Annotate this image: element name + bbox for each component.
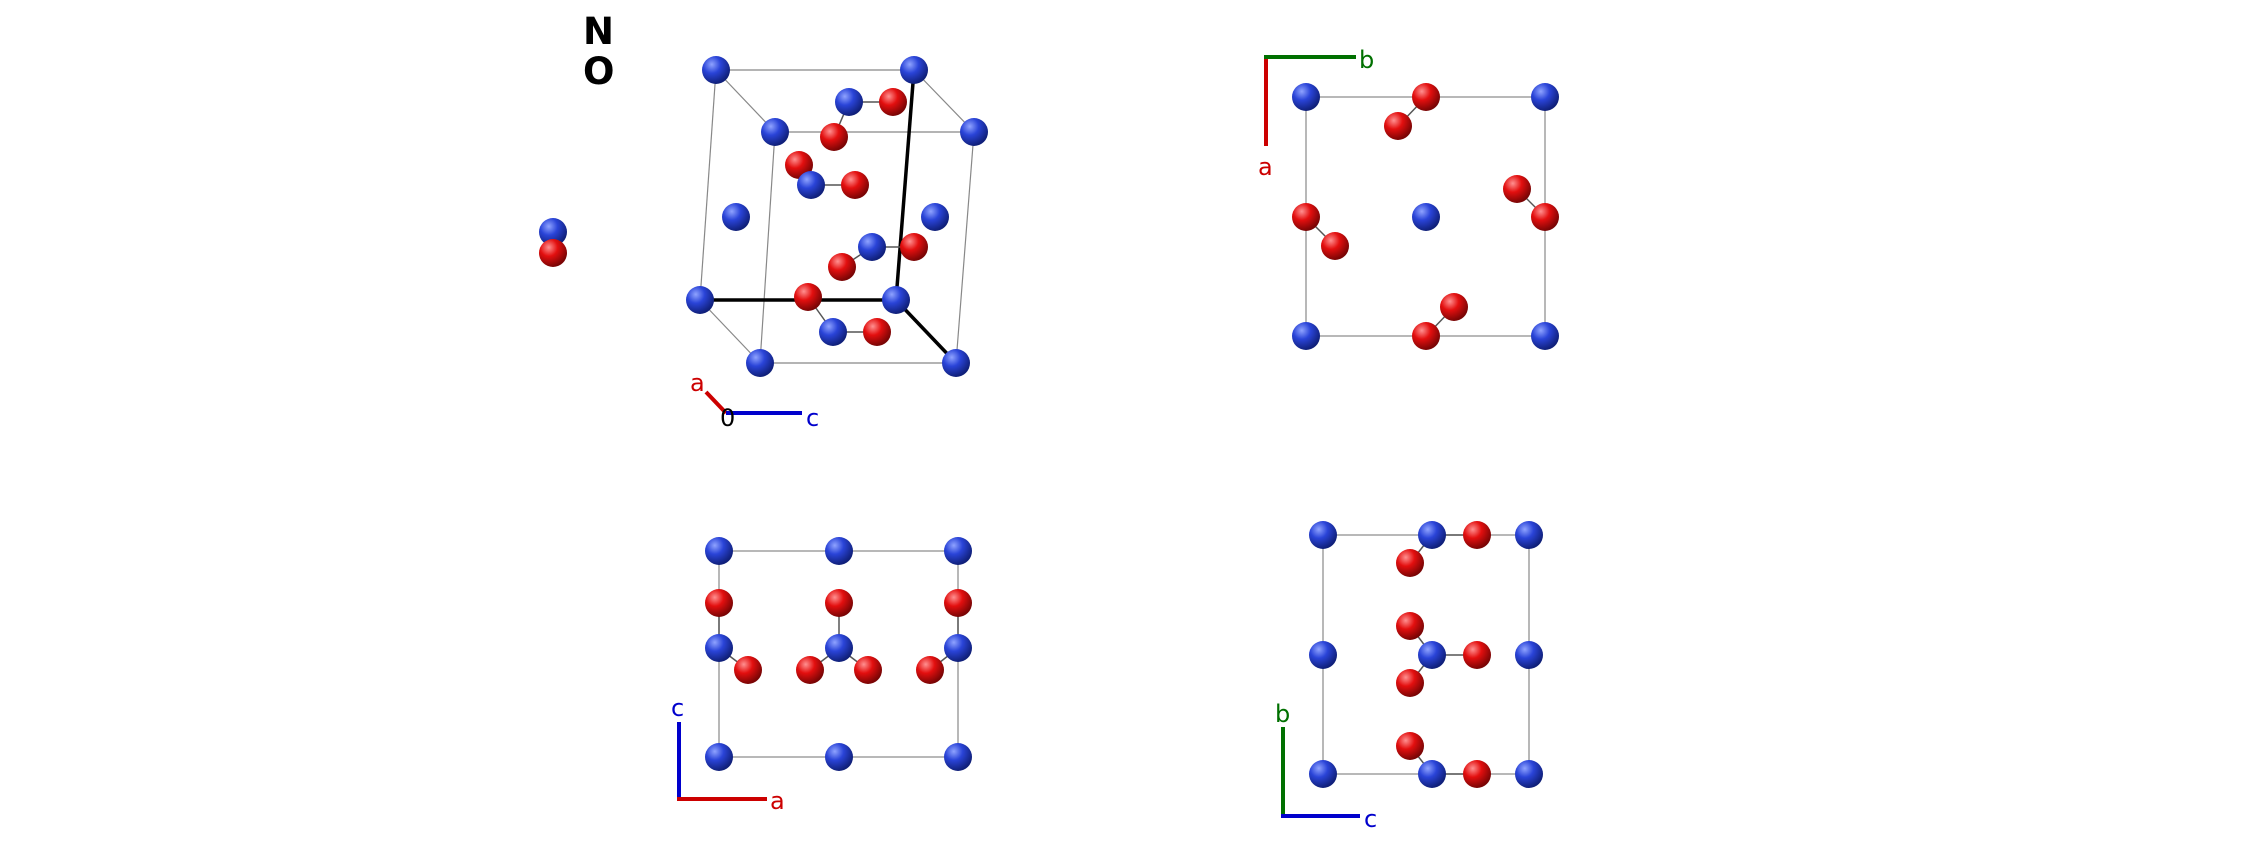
n-atom [722, 203, 750, 231]
o-atom [1321, 232, 1349, 260]
o-atom [734, 656, 762, 684]
n-atom [705, 537, 733, 565]
o-atom [1396, 612, 1424, 640]
n-atom [1515, 760, 1543, 788]
view-ab: b a [1258, 46, 1559, 350]
atoms [1309, 521, 1543, 788]
n-atom [825, 537, 853, 565]
legend: N O [539, 10, 614, 267]
o-atom [1412, 83, 1440, 111]
n-atom [702, 56, 730, 84]
legend-o-atom [539, 239, 567, 267]
n-atom [825, 743, 853, 771]
n-atom [686, 286, 714, 314]
o-atom [1503, 175, 1531, 203]
n-atom [900, 56, 928, 84]
o-atom [1396, 669, 1424, 697]
o-atom [825, 589, 853, 617]
o-atom [916, 656, 944, 684]
n-atom [1531, 83, 1559, 111]
atoms [705, 537, 972, 771]
o-atom [705, 589, 733, 617]
o-atom [1463, 760, 1491, 788]
n-atom [825, 634, 853, 662]
o-atom [879, 88, 907, 116]
o-atom [1384, 112, 1412, 140]
o-atom [841, 171, 869, 199]
n-atom [746, 349, 774, 377]
axis-label-a: a [690, 369, 705, 397]
n-atom [882, 286, 910, 314]
unit-cell-edges [699, 69, 975, 364]
axis-label-c: c [671, 694, 684, 722]
n-atom [705, 634, 733, 662]
o-atom [854, 656, 882, 684]
n-atom [1418, 641, 1446, 669]
axis-indicator: c a [671, 694, 785, 815]
n-atom [1418, 521, 1446, 549]
axis-label-b: b [1275, 700, 1290, 728]
n-atom [1412, 203, 1440, 231]
axis-label-a: a [770, 787, 785, 815]
n-atom [858, 233, 886, 261]
o-atom [1396, 732, 1424, 760]
n-atom [1309, 641, 1337, 669]
axis-indicator: b a [1258, 46, 1374, 181]
view-ac: c a [671, 537, 972, 815]
o-atom [1440, 293, 1468, 321]
n-atom [944, 634, 972, 662]
n-atom [960, 118, 988, 146]
n-atom [1309, 521, 1337, 549]
o-atom [820, 123, 848, 151]
o-atom [794, 283, 822, 311]
o-atom [796, 656, 824, 684]
o-atom [1463, 521, 1491, 549]
view-perspective: a c 0 [686, 56, 988, 432]
atoms [686, 56, 988, 377]
o-atom [944, 589, 972, 617]
axis-label-c: c [806, 404, 819, 432]
n-atom [1515, 641, 1543, 669]
axis-label-c: c [1364, 805, 1377, 833]
o-atom [828, 253, 856, 281]
o-atom [1292, 203, 1320, 231]
atoms [1292, 83, 1559, 350]
n-atom [944, 743, 972, 771]
n-atom [1292, 322, 1320, 350]
view-bc: b c [1275, 521, 1543, 833]
o-atom [900, 233, 928, 261]
n-atom [819, 318, 847, 346]
o-atom [863, 318, 891, 346]
axis-indicator: a c 0 [690, 369, 819, 432]
axis-label-origin: 0 [720, 404, 735, 432]
n-atom [1418, 760, 1446, 788]
n-atom [1309, 760, 1337, 788]
n-atom [942, 349, 970, 377]
legend-n-atom [539, 218, 567, 246]
n-atom [797, 171, 825, 199]
legend-label-o: O [583, 50, 614, 93]
n-atom [944, 537, 972, 565]
n-atom [1515, 521, 1543, 549]
axis-label-b: b [1359, 46, 1374, 74]
n-atom [761, 118, 789, 146]
o-atom [1396, 549, 1424, 577]
n-atom [921, 203, 949, 231]
o-atom [1463, 641, 1491, 669]
n-atom [705, 743, 733, 771]
axis-label-a: a [1258, 153, 1273, 181]
o-atom [1531, 203, 1559, 231]
n-atom [1531, 322, 1559, 350]
n-atom [835, 88, 863, 116]
legend-label-n: N [583, 10, 614, 53]
n-atom [1292, 83, 1320, 111]
o-atom [1412, 322, 1440, 350]
axis-indicator: b c [1275, 700, 1377, 833]
